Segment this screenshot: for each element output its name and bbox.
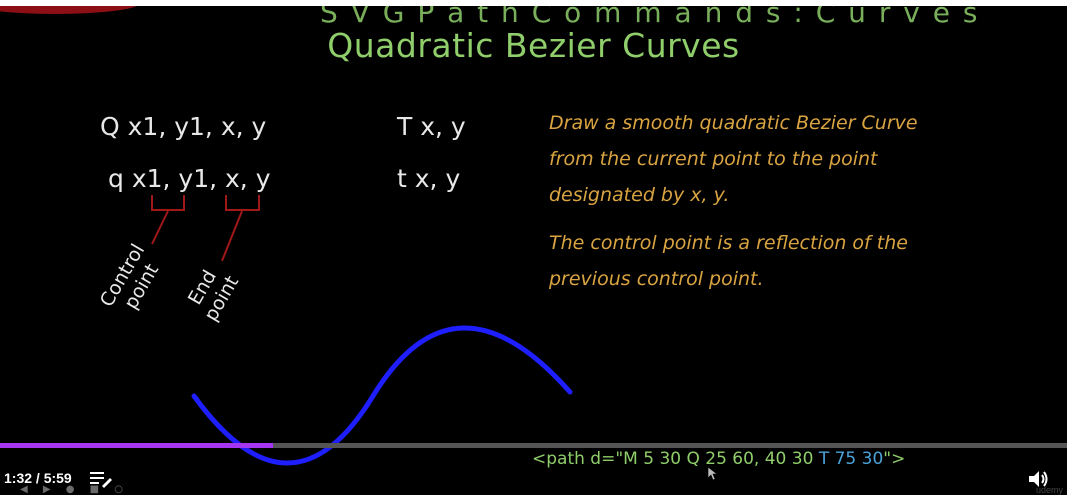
faded-controls: ◀ ▶ ● ■ ○ — [20, 484, 129, 495]
syntax-T: T x, y — [397, 112, 466, 141]
volume-glyph — [1029, 471, 1048, 487]
control-point-leader — [151, 210, 169, 245]
desc-line-1: Draw a smooth quadratic Bezier Curve — [549, 112, 918, 134]
desc-line-4: The control point is a reflection of the — [549, 232, 908, 254]
slide-title: Quadratic Bezier Curves — [327, 26, 740, 65]
video-player[interactable]: S V G P a t h C o m m a n d s : C u r v … — [0, 6, 1067, 495]
control-point-bracket — [151, 195, 185, 211]
end-point-leader — [221, 210, 243, 262]
udemy-watermark: udemy — [1035, 485, 1063, 495]
played-bar — [0, 443, 274, 448]
desc-line-5: previous control point. — [549, 268, 764, 290]
syntax-Q: Q x1, y1, x, y — [100, 112, 267, 141]
code-t-command: T 75 30 — [818, 449, 884, 469]
transcript-list-icon[interactable] — [89, 469, 113, 489]
time-display: 1:32 / 5:59 — [4, 470, 72, 486]
slide-cut-heading: S V G P a t h C o m m a n d s : C u r v … — [320, 6, 980, 29]
player-controls: 1:32 / 5:59 ◀ ▶ ● ■ ○ udemy — [0, 461, 1067, 495]
slide-red-accent — [0, 6, 140, 22]
syntax-q: q x1, y1, x, y — [108, 164, 271, 193]
transcript-list-glyph — [90, 472, 112, 488]
code-suffix: "> — [883, 449, 906, 469]
slide-drawing — [151, 195, 573, 466]
desc-line-2: from the current point to the point — [549, 148, 878, 170]
volume-icon[interactable] — [1027, 468, 1051, 490]
code-example: <path d="M 5 30 Q 25 60, 40 30 T 75 30"> — [532, 449, 905, 469]
seek-bar[interactable] — [0, 443, 1067, 448]
end-point-bracket — [225, 195, 260, 211]
syntax-t: t x, y — [397, 164, 461, 193]
bezier-curve — [191, 325, 573, 466]
code-prefix: <path d="M 5 30 Q 25 60, 40 30 — [532, 449, 819, 469]
desc-line-3: designated by x, y. — [549, 184, 730, 206]
